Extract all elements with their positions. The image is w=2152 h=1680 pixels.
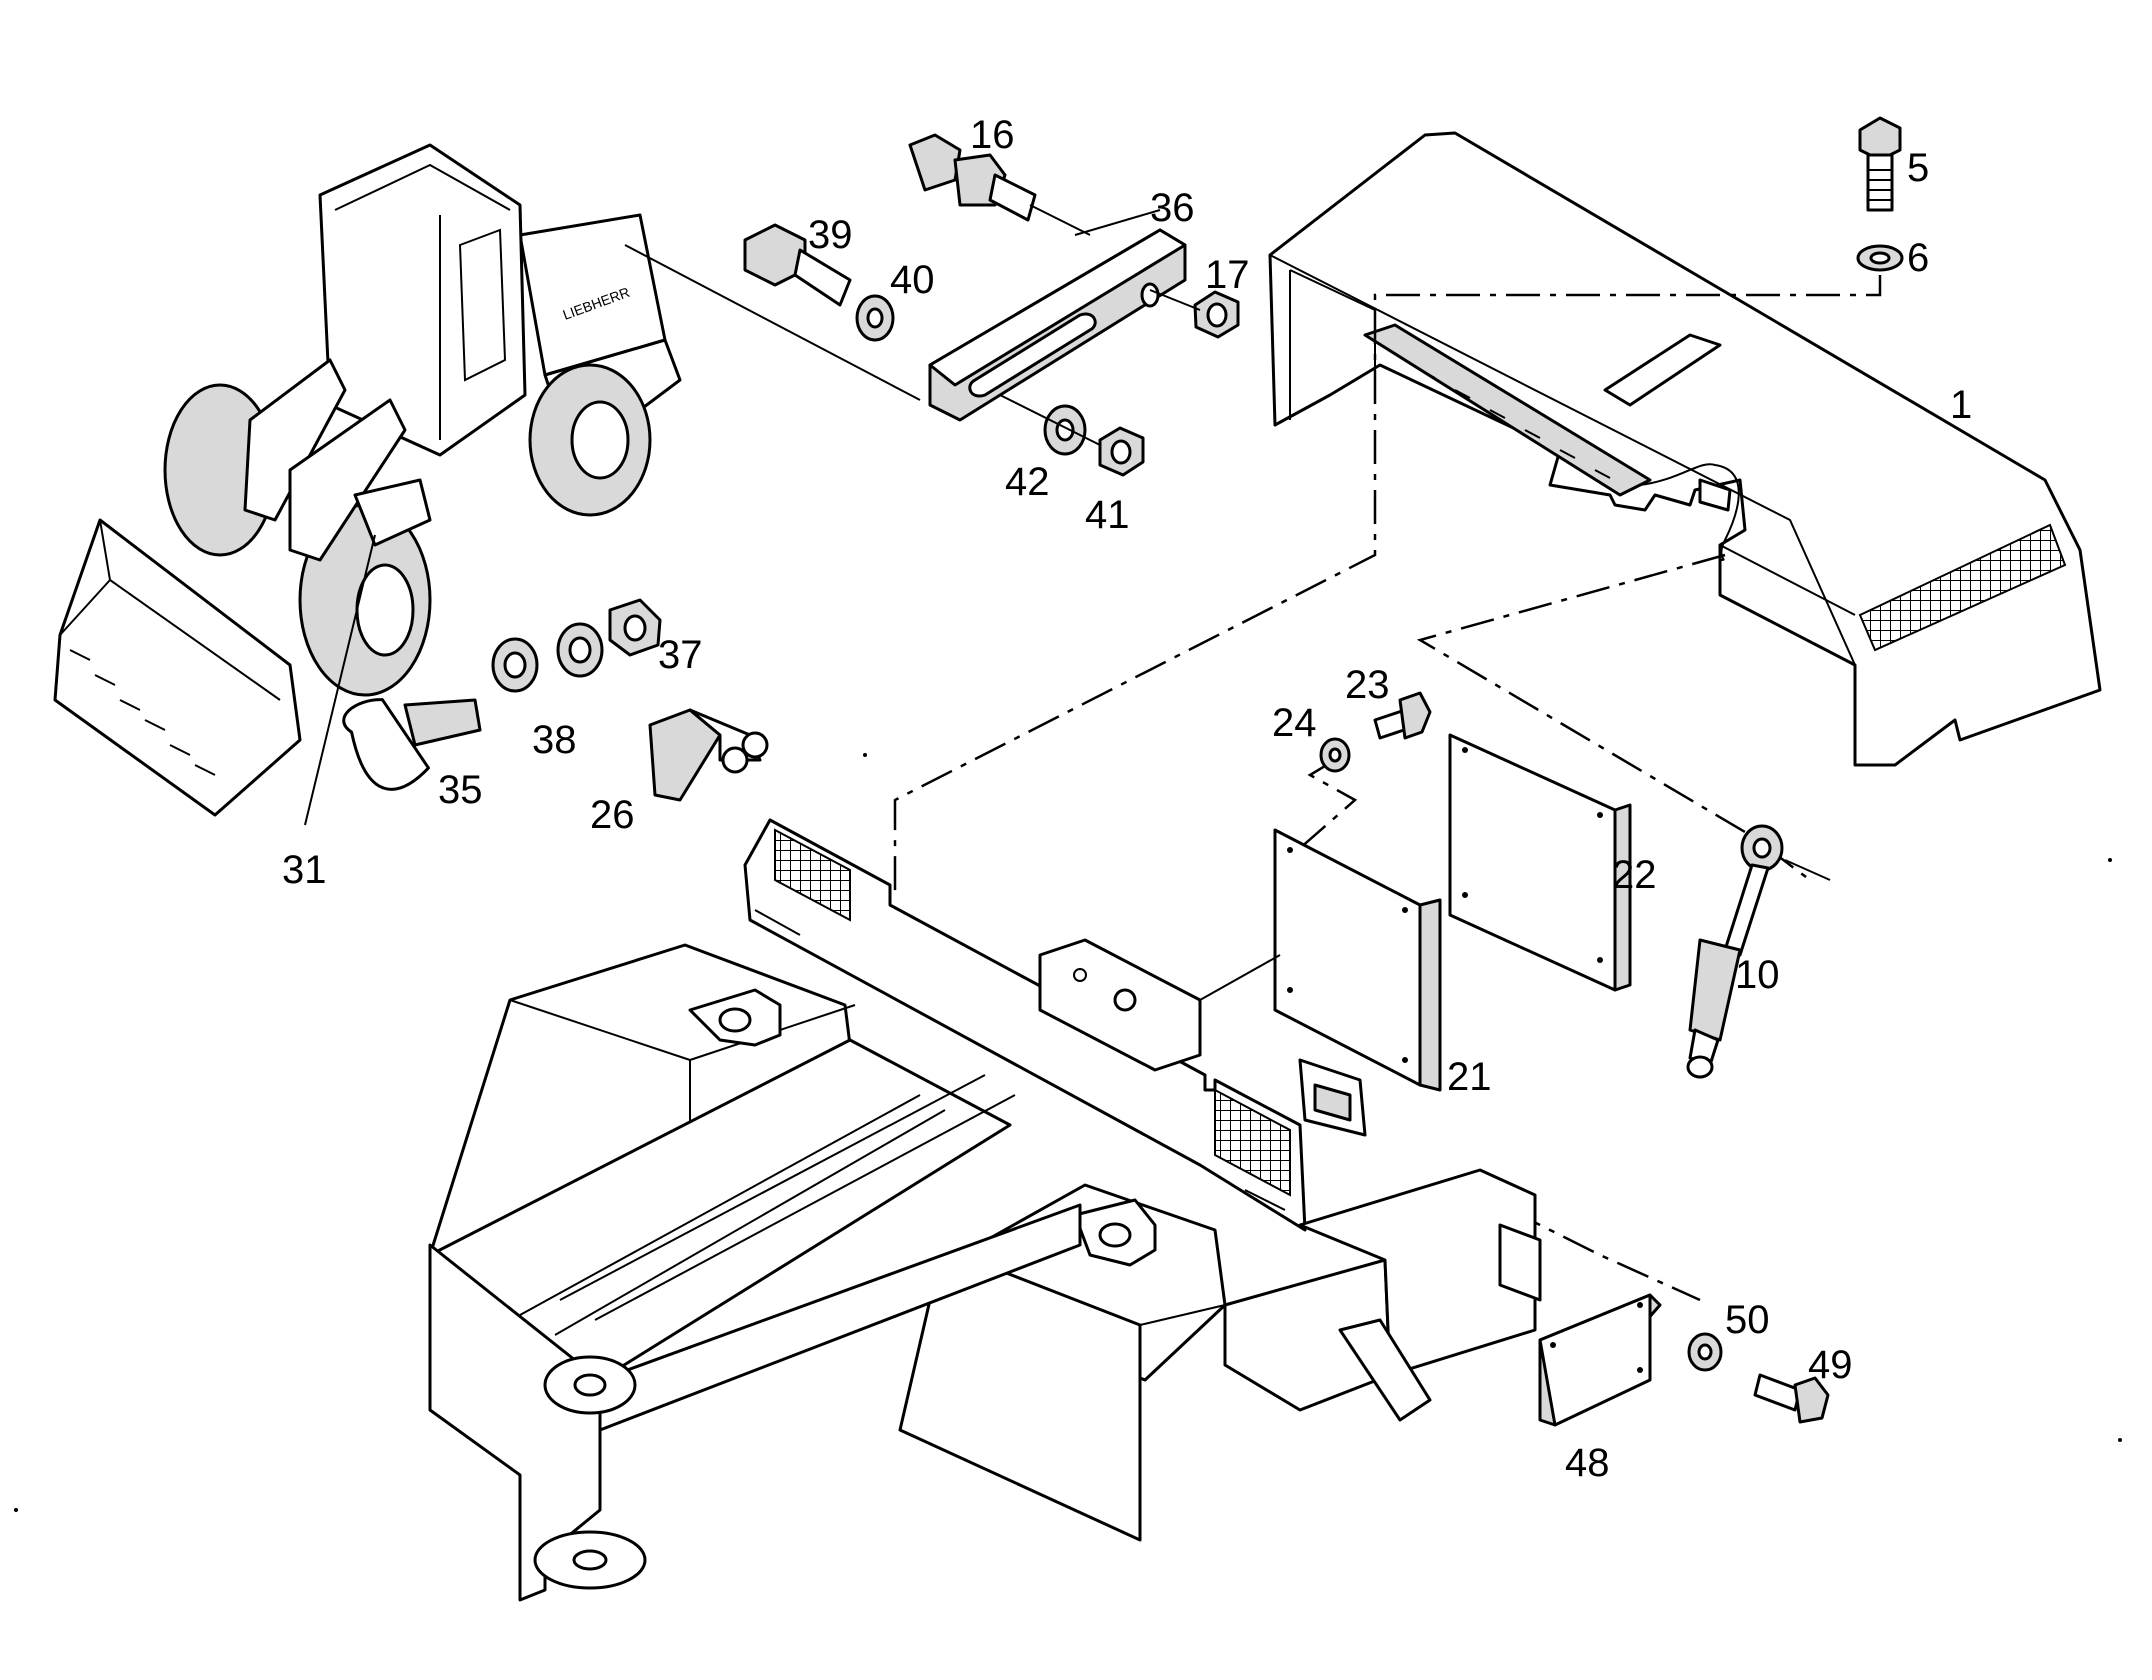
callout-35: 35 [438,768,483,812]
side-panel-21 [1199,828,1442,1092]
callout-1: 1 [1950,383,1973,427]
callout-21: 21 [1447,1055,1492,1099]
wheel-loader-illustration: LIEBHERR [53,143,682,826]
fasteners-17-41-42 [999,289,1240,477]
callout-17: 17 [1205,253,1250,297]
callout-36: 36 [1150,186,1195,230]
bolt-49-washer-50 [1687,1332,1830,1424]
main-frame [428,818,1542,1602]
bolt-5-washer-6 [1856,116,1904,272]
callout-48: 48 [1565,1441,1610,1485]
bolt-16 [908,133,1091,236]
bolt-39-washer-40 [624,223,921,401]
part-26-bracket [648,708,769,802]
engine-hood-1 [1268,131,2102,767]
callout-5: 5 [1907,146,1930,190]
bolt-23-washer-24 [1319,691,1432,773]
plate-36 [928,209,1187,422]
washer-nut-stack [491,598,662,693]
callout-37: 37 [658,633,703,677]
callout-50: 50 [1725,1298,1770,1342]
callout-41: 41 [1085,493,1130,537]
callout-39: 39 [808,213,853,257]
callout-23: 23 [1345,663,1390,707]
part-35-cap [342,698,482,791]
callout-31: 31 [282,848,327,892]
cover-plate-48 [1538,1293,1662,1427]
callout-38: 38 [532,718,577,762]
gas-strut-10 [1686,824,1831,1079]
callout-40: 40 [890,258,935,302]
callout-26: 26 [590,793,635,837]
callout-10: 10 [1735,953,1780,997]
callout-42: 42 [1005,460,1050,504]
callout-6: 6 [1907,236,1930,280]
callout-49: 49 [1808,1343,1853,1387]
callout-24: 24 [1272,701,1317,745]
callout-22: 22 [1612,853,1657,897]
side-panel-22 [1448,733,1632,992]
callout-16: 16 [970,113,1015,157]
